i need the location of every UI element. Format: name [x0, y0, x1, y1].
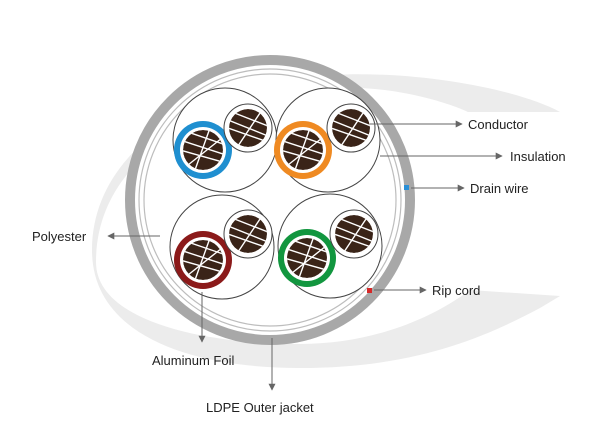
- orange-white-pair: [274, 103, 376, 179]
- label-insulation: Insulation: [510, 149, 566, 164]
- white-conductor-tl: [229, 109, 267, 147]
- foil-ring: [143, 73, 397, 327]
- drain-wire-marker: [404, 185, 409, 190]
- label-rip-cord: Rip cord: [432, 283, 480, 298]
- green-white-pair: [278, 209, 379, 287]
- label-polyester: Polyester: [32, 229, 87, 244]
- white-conductor-br: [335, 215, 373, 253]
- blue-conductor: [183, 130, 223, 170]
- green-conductor: [287, 238, 327, 278]
- label-drain-wire: Drain wire: [470, 181, 529, 196]
- white-conductor-bl: [229, 215, 267, 253]
- shield-ring: [138, 68, 402, 332]
- orange-conductor: [283, 130, 323, 170]
- label-outer-jacket: LDPE Outer jacket: [206, 400, 314, 415]
- background-swoosh: [92, 74, 560, 368]
- label-conductor: Conductor: [468, 117, 529, 132]
- blue-white-pair: [174, 103, 273, 179]
- brown-white-pair: [174, 209, 273, 289]
- label-aluminum-foil: Aluminum Foil: [152, 353, 234, 368]
- white-conductor-tr: [332, 109, 370, 147]
- brown-conductor: [183, 240, 223, 280]
- rip-cord-marker: [367, 288, 372, 293]
- outer-jacket: [125, 55, 415, 345]
